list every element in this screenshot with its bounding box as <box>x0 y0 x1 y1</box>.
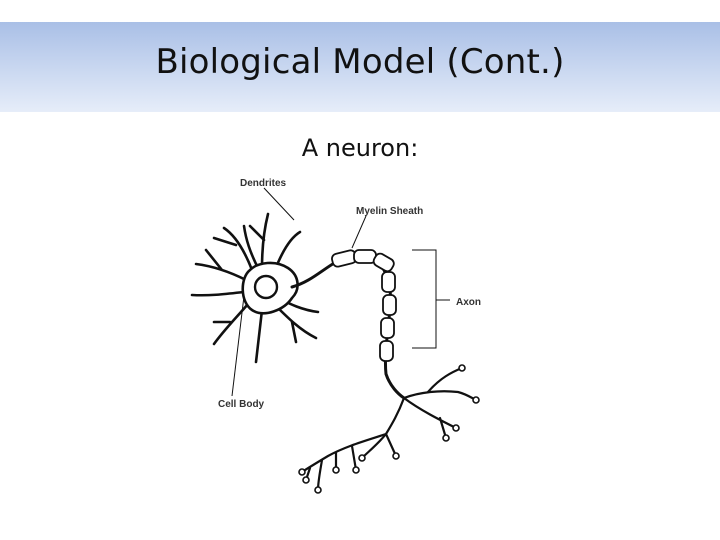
label-cell-body: Cell Body <box>218 399 265 410</box>
neuron-diagram: Dendrites Myelin Sheath Axon Cell Body <box>190 178 481 494</box>
terminal-buttons <box>298 364 480 494</box>
label-axon: Axon <box>456 297 481 308</box>
axon-terminals <box>300 366 478 492</box>
label-myelin-sheath: Myelin Sheath <box>356 206 423 217</box>
title-band <box>0 22 720 112</box>
myelin-sheath <box>331 249 397 362</box>
leader-lines <box>231 187 450 397</box>
slide-title: Biological Model (Cont.) <box>155 42 565 82</box>
label-dendrites: Dendrites <box>240 178 287 189</box>
slide-subtitle: A neuron: <box>301 134 419 162</box>
nucleus <box>253 274 279 300</box>
